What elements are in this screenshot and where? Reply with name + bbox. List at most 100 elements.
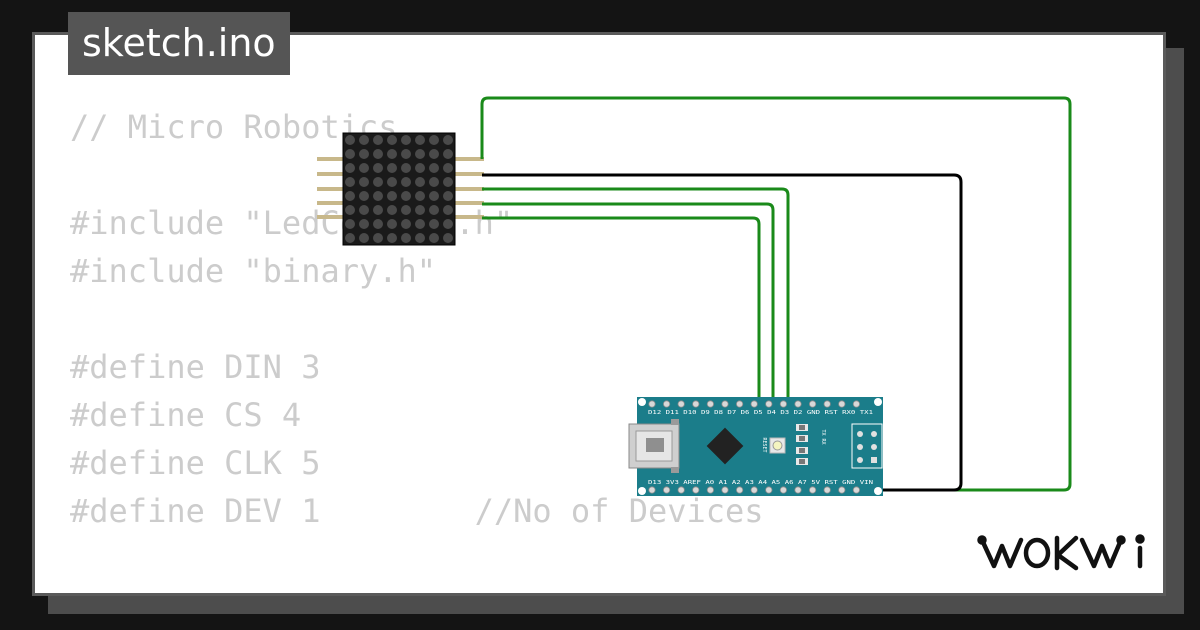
nano-pin[interactable] [735,486,744,494]
led-dot [373,191,383,201]
led-dot [429,219,439,229]
nano-pin[interactable] [765,400,773,408]
nano-pin[interactable] [808,400,817,408]
led-dot [345,135,355,145]
code-line: #define CLK 5 [70,444,321,482]
led-dot [345,205,355,215]
nano-pin[interactable] [677,400,685,408]
led-dot [387,149,397,159]
led-dot [429,205,439,215]
led-dot [415,219,425,229]
led-dot [345,219,355,229]
nano-pin[interactable] [721,486,729,494]
nano-pin[interactable] [692,486,700,494]
reset-label: RESET [761,437,767,452]
led-dot [359,177,369,187]
led-dot [345,163,355,173]
led-dot [415,205,425,215]
led-dot [345,149,355,159]
top-pin-labels: D12 D11 D10 D9 D8 D7 D6 D5 D4 D3 D2 GND … [648,410,873,416]
status-leds [796,424,808,465]
nano-pin[interactable] [779,400,788,408]
led-dot [373,135,383,145]
nano-pin[interactable] [750,400,758,408]
led-dot [387,191,397,201]
led-dot [359,219,369,229]
led-dot [415,163,425,173]
nano-pin[interactable] [823,486,831,494]
led-dot [401,233,411,243]
led-dot [387,233,397,243]
led-dot [429,135,439,145]
nano-pin[interactable] [648,400,656,408]
wire-gnd [482,173,963,492]
wire-vcc [480,96,1072,492]
code-background: // Micro Robotics#include "LedControl.h"… [70,103,860,593]
nano-pin[interactable] [692,400,700,408]
nano-pin[interactable] [852,400,861,408]
led-dot [443,219,453,229]
code-line: #include "binary.h" [70,252,437,290]
preview-card: // Micro Robotics#include "LedControl.h"… [32,32,1166,596]
led-dot [401,219,411,229]
led-dot [443,205,453,215]
nano-pin[interactable] [779,486,788,494]
led-dot [373,205,383,215]
bottom-pin-labels: D13 3V3 AREF A0 A1 A2 A3 A4 A5 A6 A7 5V … [648,480,873,486]
led-dot [415,135,425,145]
nano-pin[interactable] [838,486,846,494]
nano-pin[interactable] [838,400,846,408]
nano-pin[interactable] [662,486,671,494]
led-dot [359,205,369,215]
nano-pin[interactable] [765,486,773,494]
led-dot [359,163,369,173]
tx-rx-label: TX RX [820,429,826,444]
led-dot [415,191,425,201]
led-matrix-dots [345,135,453,243]
nano-pin[interactable] [823,400,831,408]
nano-pin[interactable] [706,486,715,494]
nano-pin[interactable] [677,486,685,494]
led-dot [443,191,453,201]
nano-pin[interactable] [808,486,817,494]
nano-pin[interactable] [721,400,729,408]
led-dot [345,191,355,201]
led-dot [373,177,383,187]
led-dot [443,135,453,145]
led-dot [359,191,369,201]
led-dot [429,163,439,173]
file-name-badge: sketch.ino [68,12,290,75]
nano-pin[interactable] [662,400,671,408]
nano-pin[interactable] [794,486,802,494]
code-line: #define CS 4 [70,396,302,434]
reset-button[interactable] [769,437,786,454]
wires [480,96,1072,492]
led-dot [443,163,453,173]
led-matrix-pins-left [317,157,344,219]
led-dot [373,163,383,173]
led-matrix[interactable] [342,132,456,246]
led-dot [415,233,425,243]
wire-din [482,187,790,404]
led-dot [401,177,411,187]
led-dot [401,191,411,201]
nano-pin[interactable] [706,400,715,408]
arduino-nano[interactable]: RESET TX RX D12 D11 D10 D9 D8 D7 D6 D5 D… [628,397,883,496]
code-line: LedControl lc=LedControl(DIN,CLK,CS,DEV)… [70,583,860,593]
led-dot [443,177,453,187]
led-dot [401,149,411,159]
nano-pin[interactable] [852,486,861,494]
wire-clk [482,216,761,404]
nano-pin[interactable] [750,486,758,494]
nano-pin[interactable] [648,486,656,494]
led-dot [429,191,439,201]
nano-pin[interactable] [794,400,802,408]
usb-connector [628,419,680,473]
microcontroller-chip [706,427,744,465]
led-dot [429,177,439,187]
nano-pin[interactable] [735,400,744,408]
led-dot [387,177,397,187]
wokwi-logo [977,534,1145,571]
led-dot [401,135,411,145]
